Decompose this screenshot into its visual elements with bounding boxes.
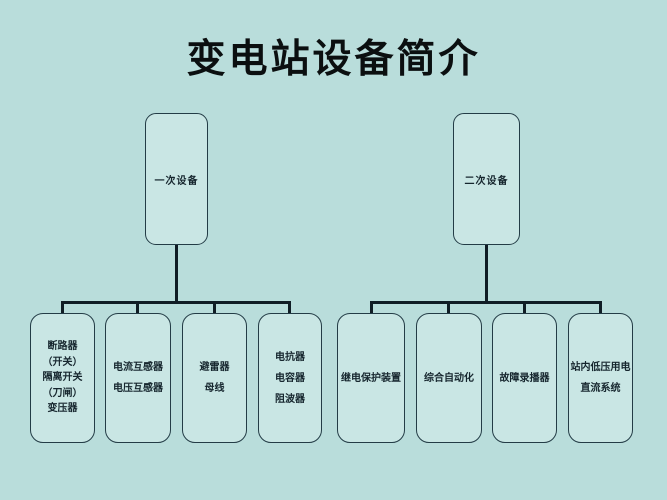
node-primary-equipment: 一次设备	[145, 113, 208, 245]
connector-primary-crossbar	[61, 301, 291, 304]
leaf-reactor-capacitor-wavetrap: 电抗器 电容器 阻波器	[258, 313, 322, 443]
connector-secondary-stub-1	[370, 301, 373, 315]
connector-primary-stub-2	[136, 301, 139, 315]
leaf-breaker-switch-transformer: 断路器 （开关） 隔离开关 （刀闸） 变压器	[30, 313, 95, 443]
leaf-current-voltage-transformers: 电流互感器 电压互感器	[105, 313, 171, 443]
connector-primary-stub-4	[288, 301, 291, 315]
connector-secondary-trunk	[485, 245, 488, 303]
connector-secondary-stub-3	[523, 301, 526, 315]
slide-title: 变电站设备简介	[186, 38, 481, 81]
leaf-fault-recorder: 故障录播器	[492, 313, 557, 443]
leaf-arrester-busbar: 避雷器 母线	[182, 313, 247, 443]
node-secondary-equipment: 二次设备	[453, 113, 520, 245]
connector-secondary-crossbar	[370, 301, 602, 304]
leaf-integrated-automation: 综合自动化	[416, 313, 482, 443]
connector-primary-stub-3	[213, 301, 216, 315]
connector-primary-stub-1	[61, 301, 64, 315]
connector-secondary-stub-2	[447, 301, 450, 315]
leaf-relay-protection: 继电保护装置	[337, 313, 405, 443]
leaf-station-lv-dc-system: 站内低压用电 直流系统	[568, 313, 633, 443]
connector-primary-trunk	[175, 245, 178, 303]
connector-secondary-stub-4	[599, 301, 602, 315]
